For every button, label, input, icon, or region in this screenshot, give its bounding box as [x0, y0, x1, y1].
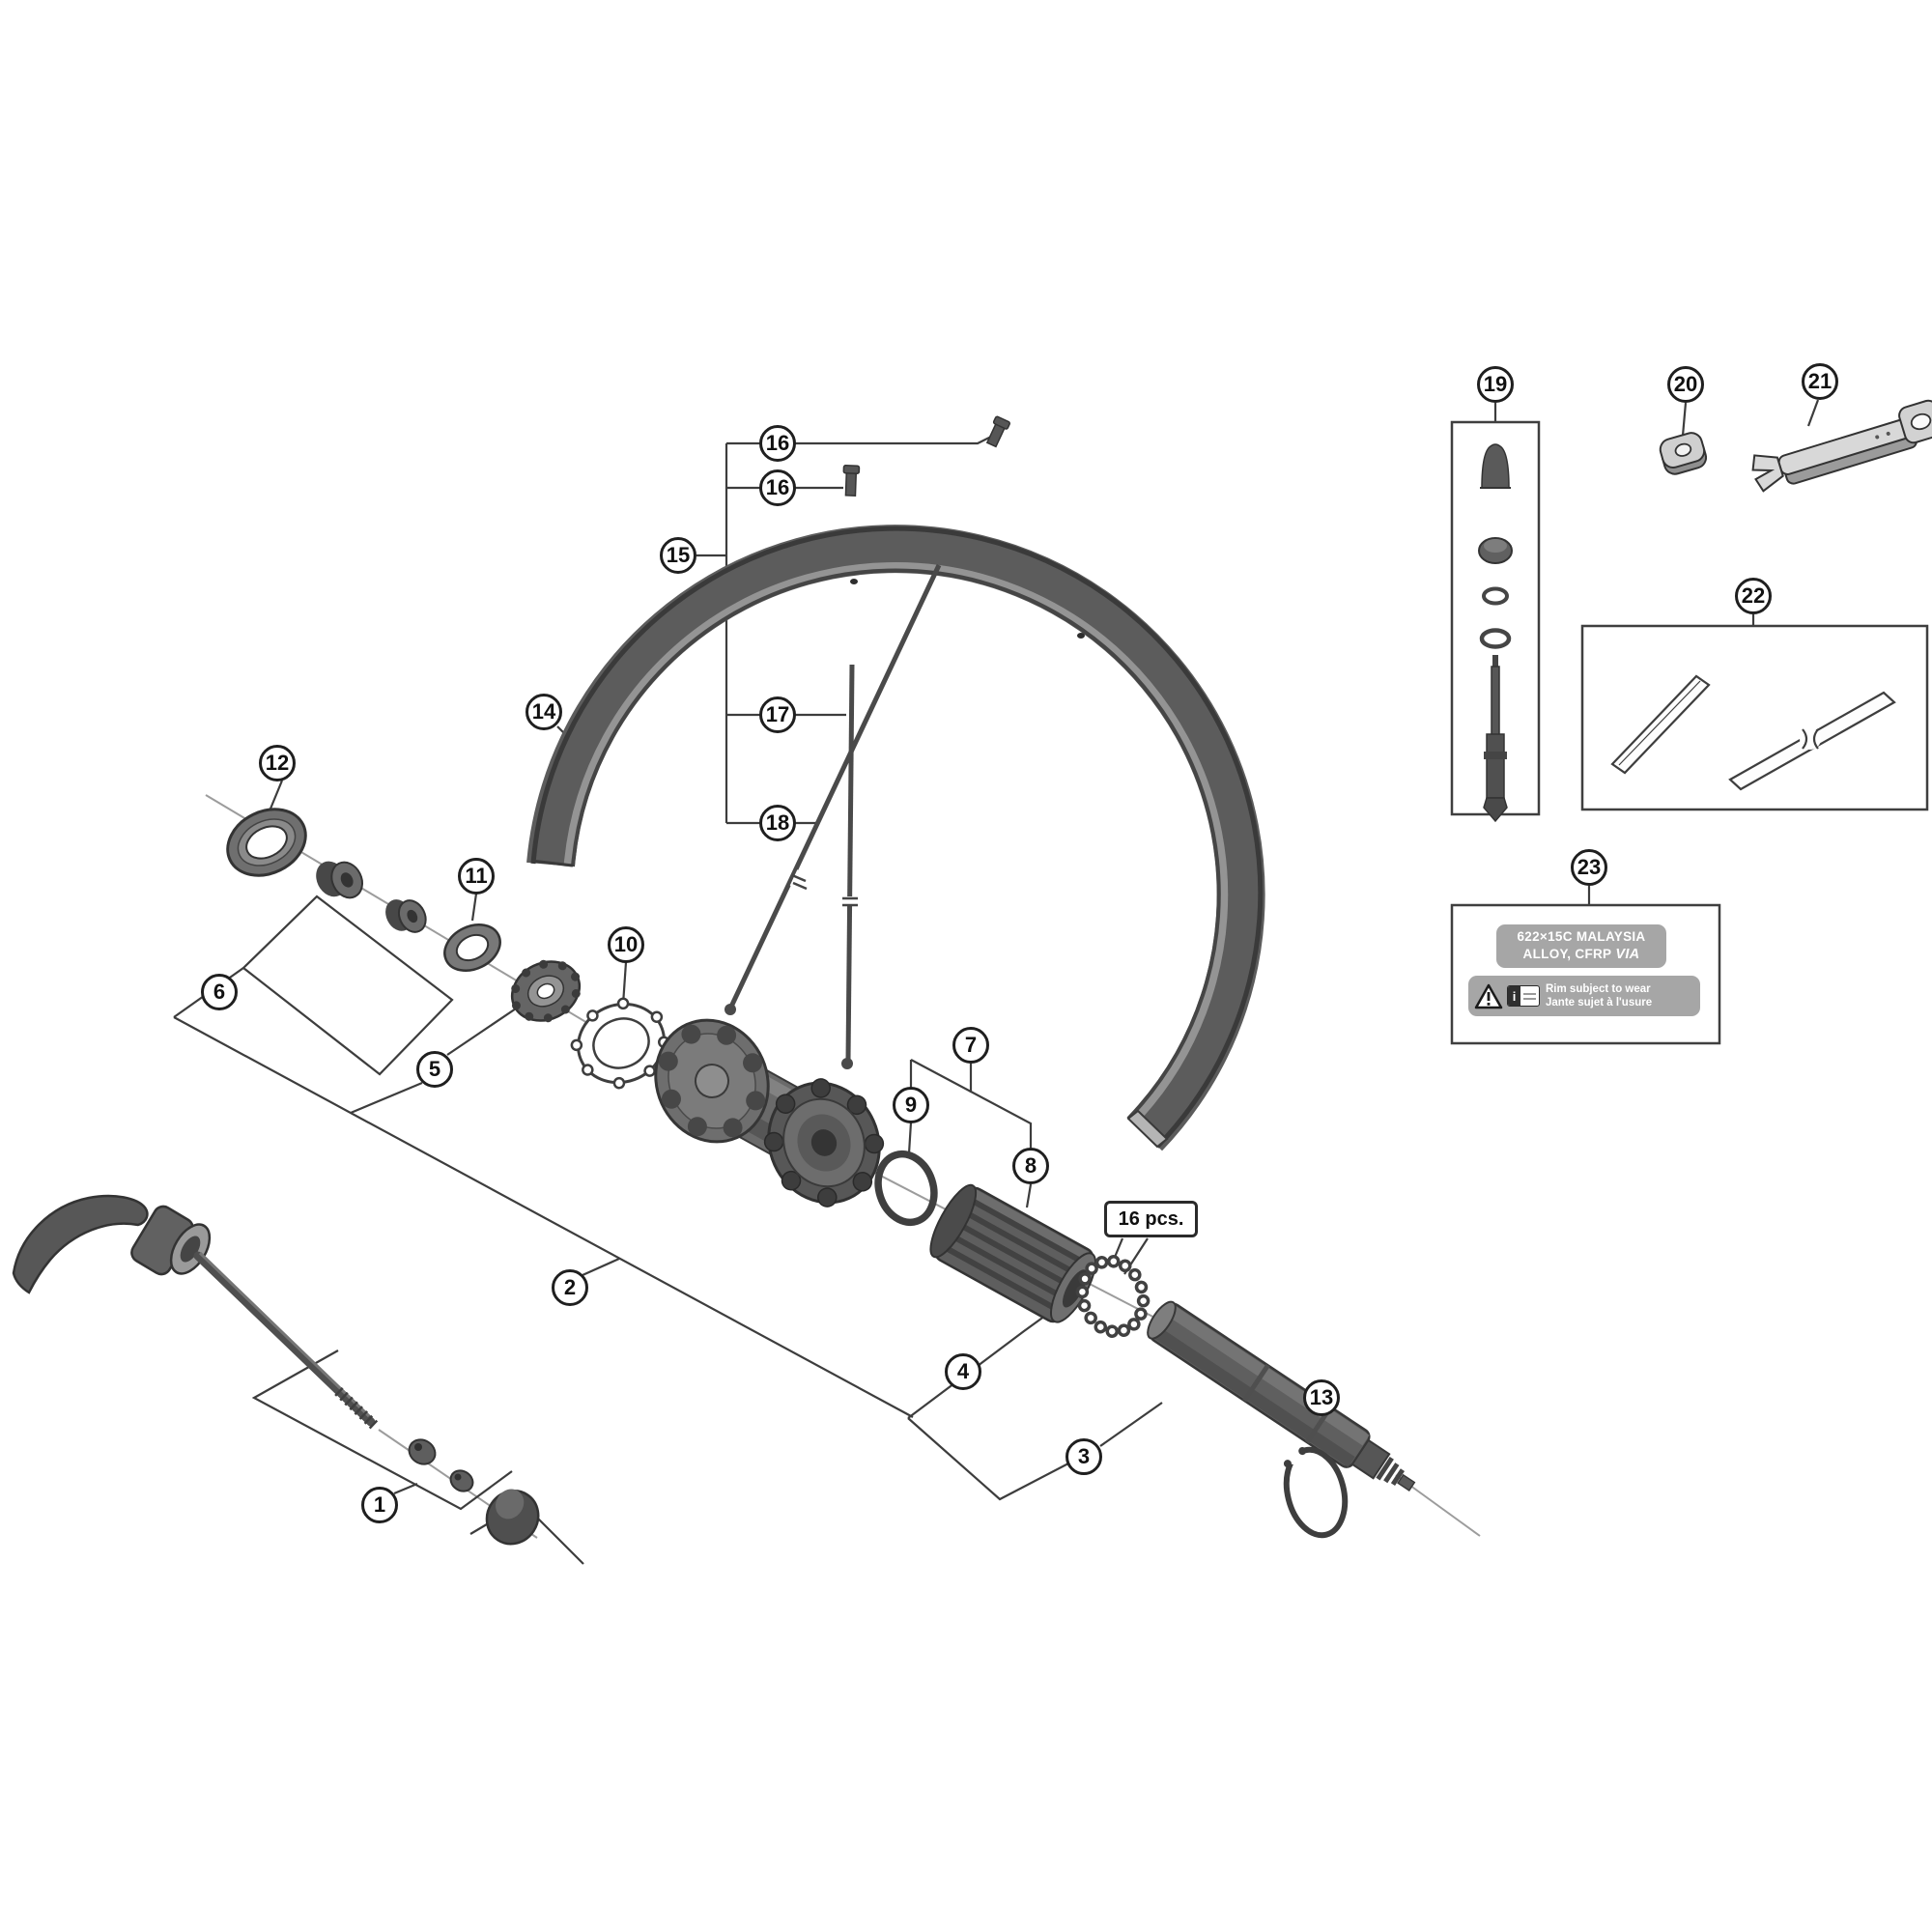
callout-16: 16: [759, 425, 796, 462]
spoke-17: [845, 664, 855, 1062]
spoke-nipple: [985, 415, 1010, 448]
quantity-box: 16 pcs.: [1104, 1201, 1198, 1237]
callout-7: 7: [952, 1027, 989, 1064]
callout-4: 4: [945, 1353, 981, 1390]
axle-3: [1147, 1300, 1416, 1492]
callout-12: 12: [259, 745, 296, 781]
callout-14: 14: [526, 694, 562, 730]
hub-right-flange: [763, 1078, 885, 1208]
callout-13: 13: [1303, 1379, 1340, 1416]
manual-icon: i: [1507, 985, 1540, 1007]
callout-9: 9: [893, 1087, 929, 1123]
warning-text: Rim subject to wear Jante sujet à l'usur…: [1546, 982, 1652, 1010]
snap-ring-13: [1283, 1446, 1349, 1539]
callout-10: 10: [608, 926, 644, 963]
callout-16: 16: [759, 469, 796, 506]
rim-spec-line1: 622×15C MALAYSIA: [1517, 929, 1646, 945]
warning-text-fr: Jante sujet à l'usure: [1546, 997, 1653, 1009]
valve-cap: [1481, 443, 1510, 489]
callout-11: 11: [458, 858, 495, 895]
seal-ring-12: [226, 808, 307, 877]
callout-20: 20: [1667, 366, 1704, 403]
callout-19: 19: [1477, 366, 1514, 403]
warning-icon: [1474, 983, 1503, 1009]
callout-23: 23: [1571, 849, 1607, 886]
qr-thread: [334, 1387, 379, 1430]
spoke-nipple: [842, 465, 861, 497]
callout-8: 8: [1012, 1148, 1049, 1184]
callout-2: 2: [552, 1269, 588, 1306]
spoke-18: [728, 563, 942, 1009]
qr-spring: [408, 1438, 437, 1465]
bearing-lockring-5: [510, 959, 582, 1023]
rim-spoke-hole: [1077, 633, 1085, 639]
nut-tool-20: [1659, 432, 1708, 475]
spoke-head: [724, 1004, 736, 1015]
callout-1: 1: [361, 1487, 398, 1523]
callout-5: 5: [416, 1051, 453, 1088]
cone-nut: [316, 861, 363, 899]
callout-18: 18: [759, 805, 796, 841]
warning-text-en: Rim subject to wear: [1546, 982, 1651, 995]
rim-spoke-hole: [850, 579, 858, 584]
hub-body: [654, 1018, 885, 1208]
o-ring-9: [874, 1150, 938, 1227]
freehub-body-8: [929, 1183, 1096, 1323]
wrench-21: [1751, 399, 1932, 493]
valve-parts-box: [1450, 420, 1541, 823]
rim-wear-warning: i Rim subject to wear Jante sujet à l'us…: [1468, 976, 1700, 1016]
callout-3: 3: [1065, 1438, 1102, 1475]
quick-release: [12, 1194, 540, 1546]
callout-22: 22: [1735, 578, 1772, 614]
callout-17: 17: [759, 696, 796, 733]
spoke-head: [841, 1058, 853, 1069]
quantity-text: 16 pcs.: [1118, 1208, 1184, 1230]
rim: [526, 525, 1265, 1151]
spokes-and-nipples: [724, 415, 1010, 1069]
cone-nut: [385, 899, 427, 933]
callout-15: 15: [660, 537, 696, 574]
valve-o-ring: [1482, 586, 1509, 606]
qr-spring: [449, 1469, 474, 1492]
valve-stem: [1483, 655, 1508, 823]
qr-lever: [12, 1194, 149, 1294]
qr-skewer-rod: [193, 1251, 376, 1427]
rim-tape-strip: [1610, 674, 1711, 775]
rim-tape-box: [1580, 624, 1929, 811]
ball-bearing-ring: [1075, 1255, 1151, 1338]
callout-21: 21: [1802, 363, 1838, 400]
hub-left-flange: [654, 1018, 770, 1144]
seal-washer-11: [443, 923, 501, 972]
lock-plate-10: [570, 997, 670, 1090]
callout-6: 6: [201, 974, 238, 1010]
qr-end-cap: [485, 1489, 540, 1546]
valve-nut: [1478, 537, 1513, 564]
valve-o-ring: [1479, 628, 1512, 649]
